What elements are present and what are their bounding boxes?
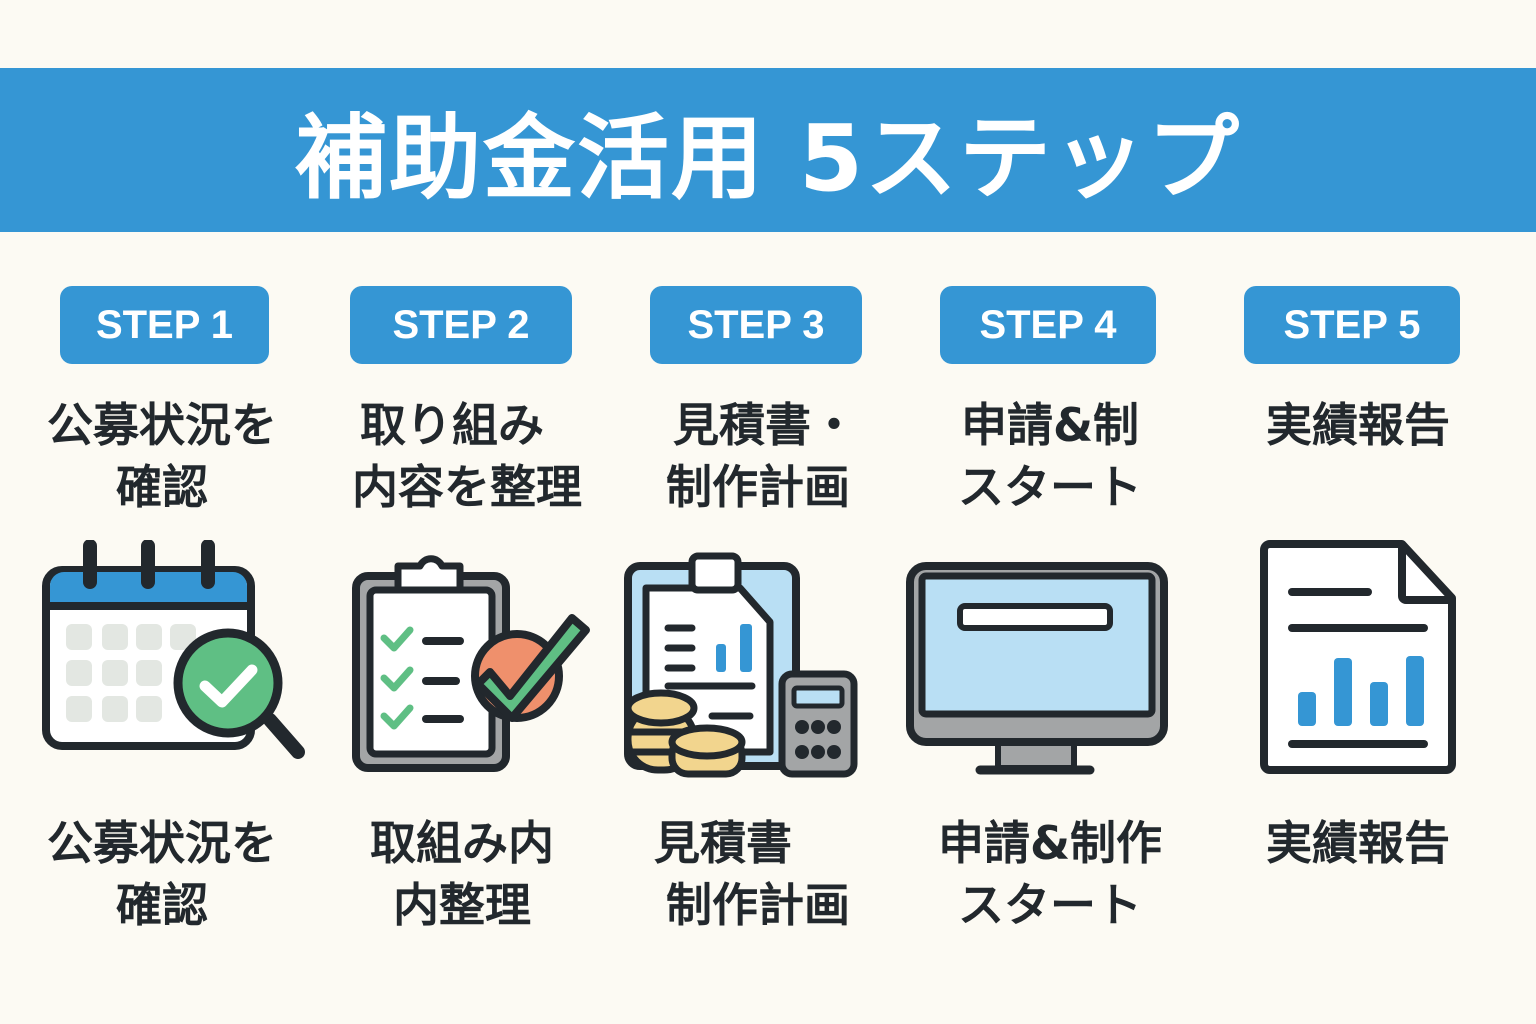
step-caption: 申請&制作 スタート (900, 812, 1200, 936)
step-5: STEP 5 実績報告 実績報告 (1208, 0, 1508, 1024)
step-title: 取り組み 内容を整理 (312, 394, 612, 518)
step-badge: STEP 2 (350, 286, 572, 364)
step-title-line: 確認 (116, 460, 208, 514)
step-caption-line: スタート (958, 878, 1142, 932)
report-chart-icon (1260, 540, 1456, 774)
step-title-line: 実績報告 (1266, 398, 1450, 452)
step-3: STEP 3 見積書・ 制作計画 (608, 0, 908, 1024)
step-caption-line: 制作計画 (666, 878, 850, 932)
step-title-line: 内容を整理 (352, 460, 582, 514)
step-title: 実績報告 (1208, 394, 1508, 456)
step-caption-line: 公募状況を (47, 816, 277, 870)
estimate-coins-calculator-icon (624, 552, 858, 778)
monitor-icon (906, 562, 1168, 775)
step-1: STEP 1 公募状況を 確認 公募状況を 確認 (12, 0, 312, 1024)
step-caption: 実績報告 (1208, 812, 1508, 874)
step-badge: STEP 5 (1244, 286, 1460, 364)
step-badge: STEP 1 (60, 286, 269, 364)
step-badge: STEP 4 (940, 286, 1156, 364)
step-title-line: 申請&制 (960, 398, 1140, 452)
step-caption-line: 確認 (116, 878, 208, 932)
step-title-line: スタート (958, 460, 1142, 514)
step-caption-line: 内整理 (393, 878, 531, 932)
step-2: STEP 2 取り組み 内容を整理 取組み内 内整理 (312, 0, 612, 1024)
step-badge: STEP 3 (650, 286, 862, 364)
step-caption-line: 見積書 (654, 816, 792, 870)
step-caption: 公募状況を 確認 (12, 812, 312, 936)
step-title-line: 制作計画 (666, 460, 850, 514)
step-title: 公募状況を 確認 (12, 394, 312, 518)
step-title-line: 公募状況を (47, 398, 277, 452)
calendar-search-check-icon (42, 540, 305, 759)
step-caption: 見積書 制作計画 (608, 812, 908, 936)
step-caption-line: 申請&制作 (937, 816, 1163, 870)
step-title: 見積書・ 制作計画 (608, 394, 908, 518)
step-title: 申請&制 スタート (900, 394, 1200, 518)
step-caption-line: 取組み内 (370, 816, 554, 870)
step-4: STEP 4 申請&制 スタート 申請&制作 スタート (900, 0, 1200, 1024)
step-title-line: 見積書・ (673, 398, 857, 452)
step-caption: 取組み内 内整理 (312, 812, 612, 936)
step-caption-line: 実績報告 (1266, 816, 1450, 870)
page-title: 補助金活用 5ステップ (294, 104, 1242, 212)
clipboard-checklist-icon (352, 555, 590, 772)
title-banner: 補助金活用 5ステップ (0, 68, 1536, 232)
step-title-line: 取り組み (360, 398, 544, 452)
